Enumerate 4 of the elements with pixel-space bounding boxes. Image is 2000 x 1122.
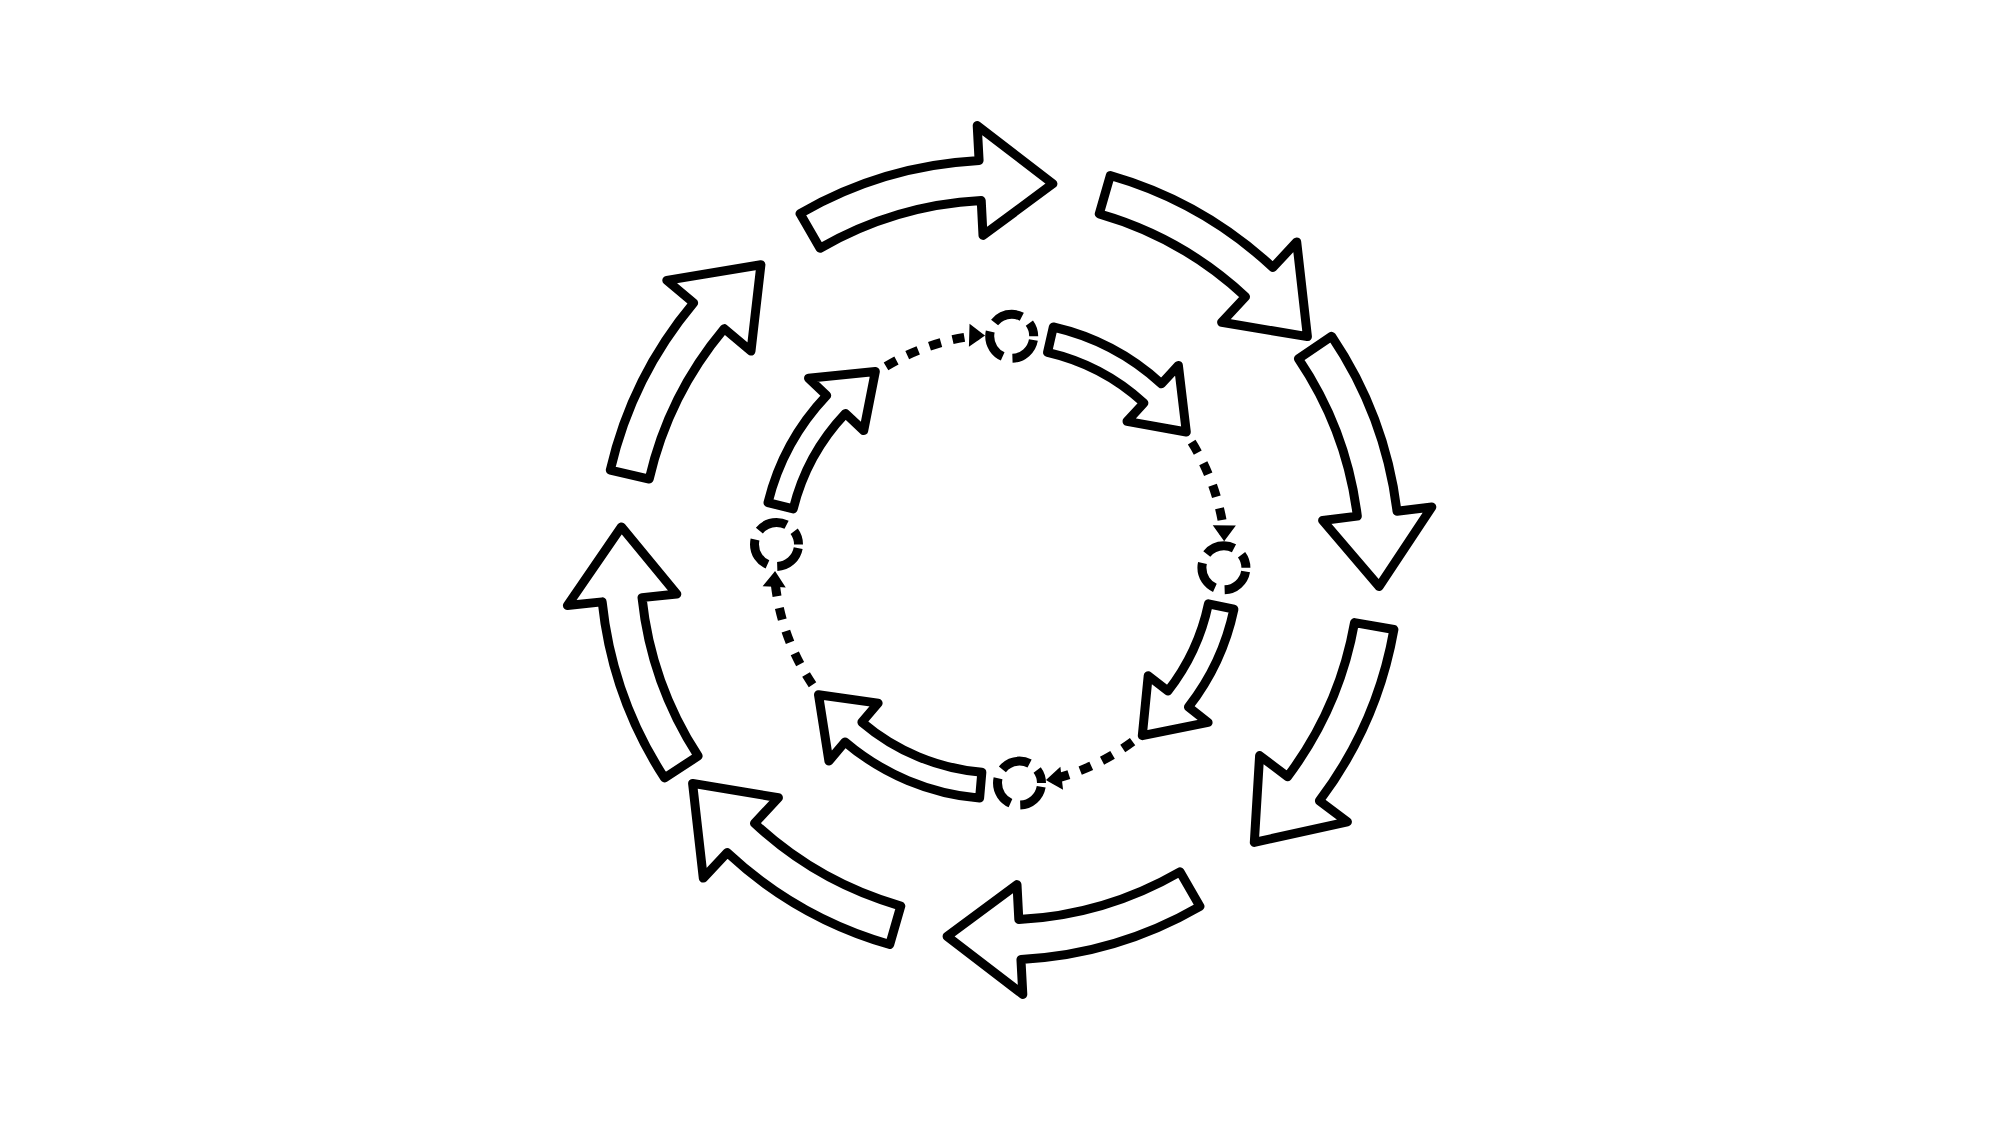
dashed-circle [750,517,803,571]
dashed-circle [1197,541,1251,595]
dashed-circle [985,309,1039,363]
dashed-circle [993,756,1046,810]
